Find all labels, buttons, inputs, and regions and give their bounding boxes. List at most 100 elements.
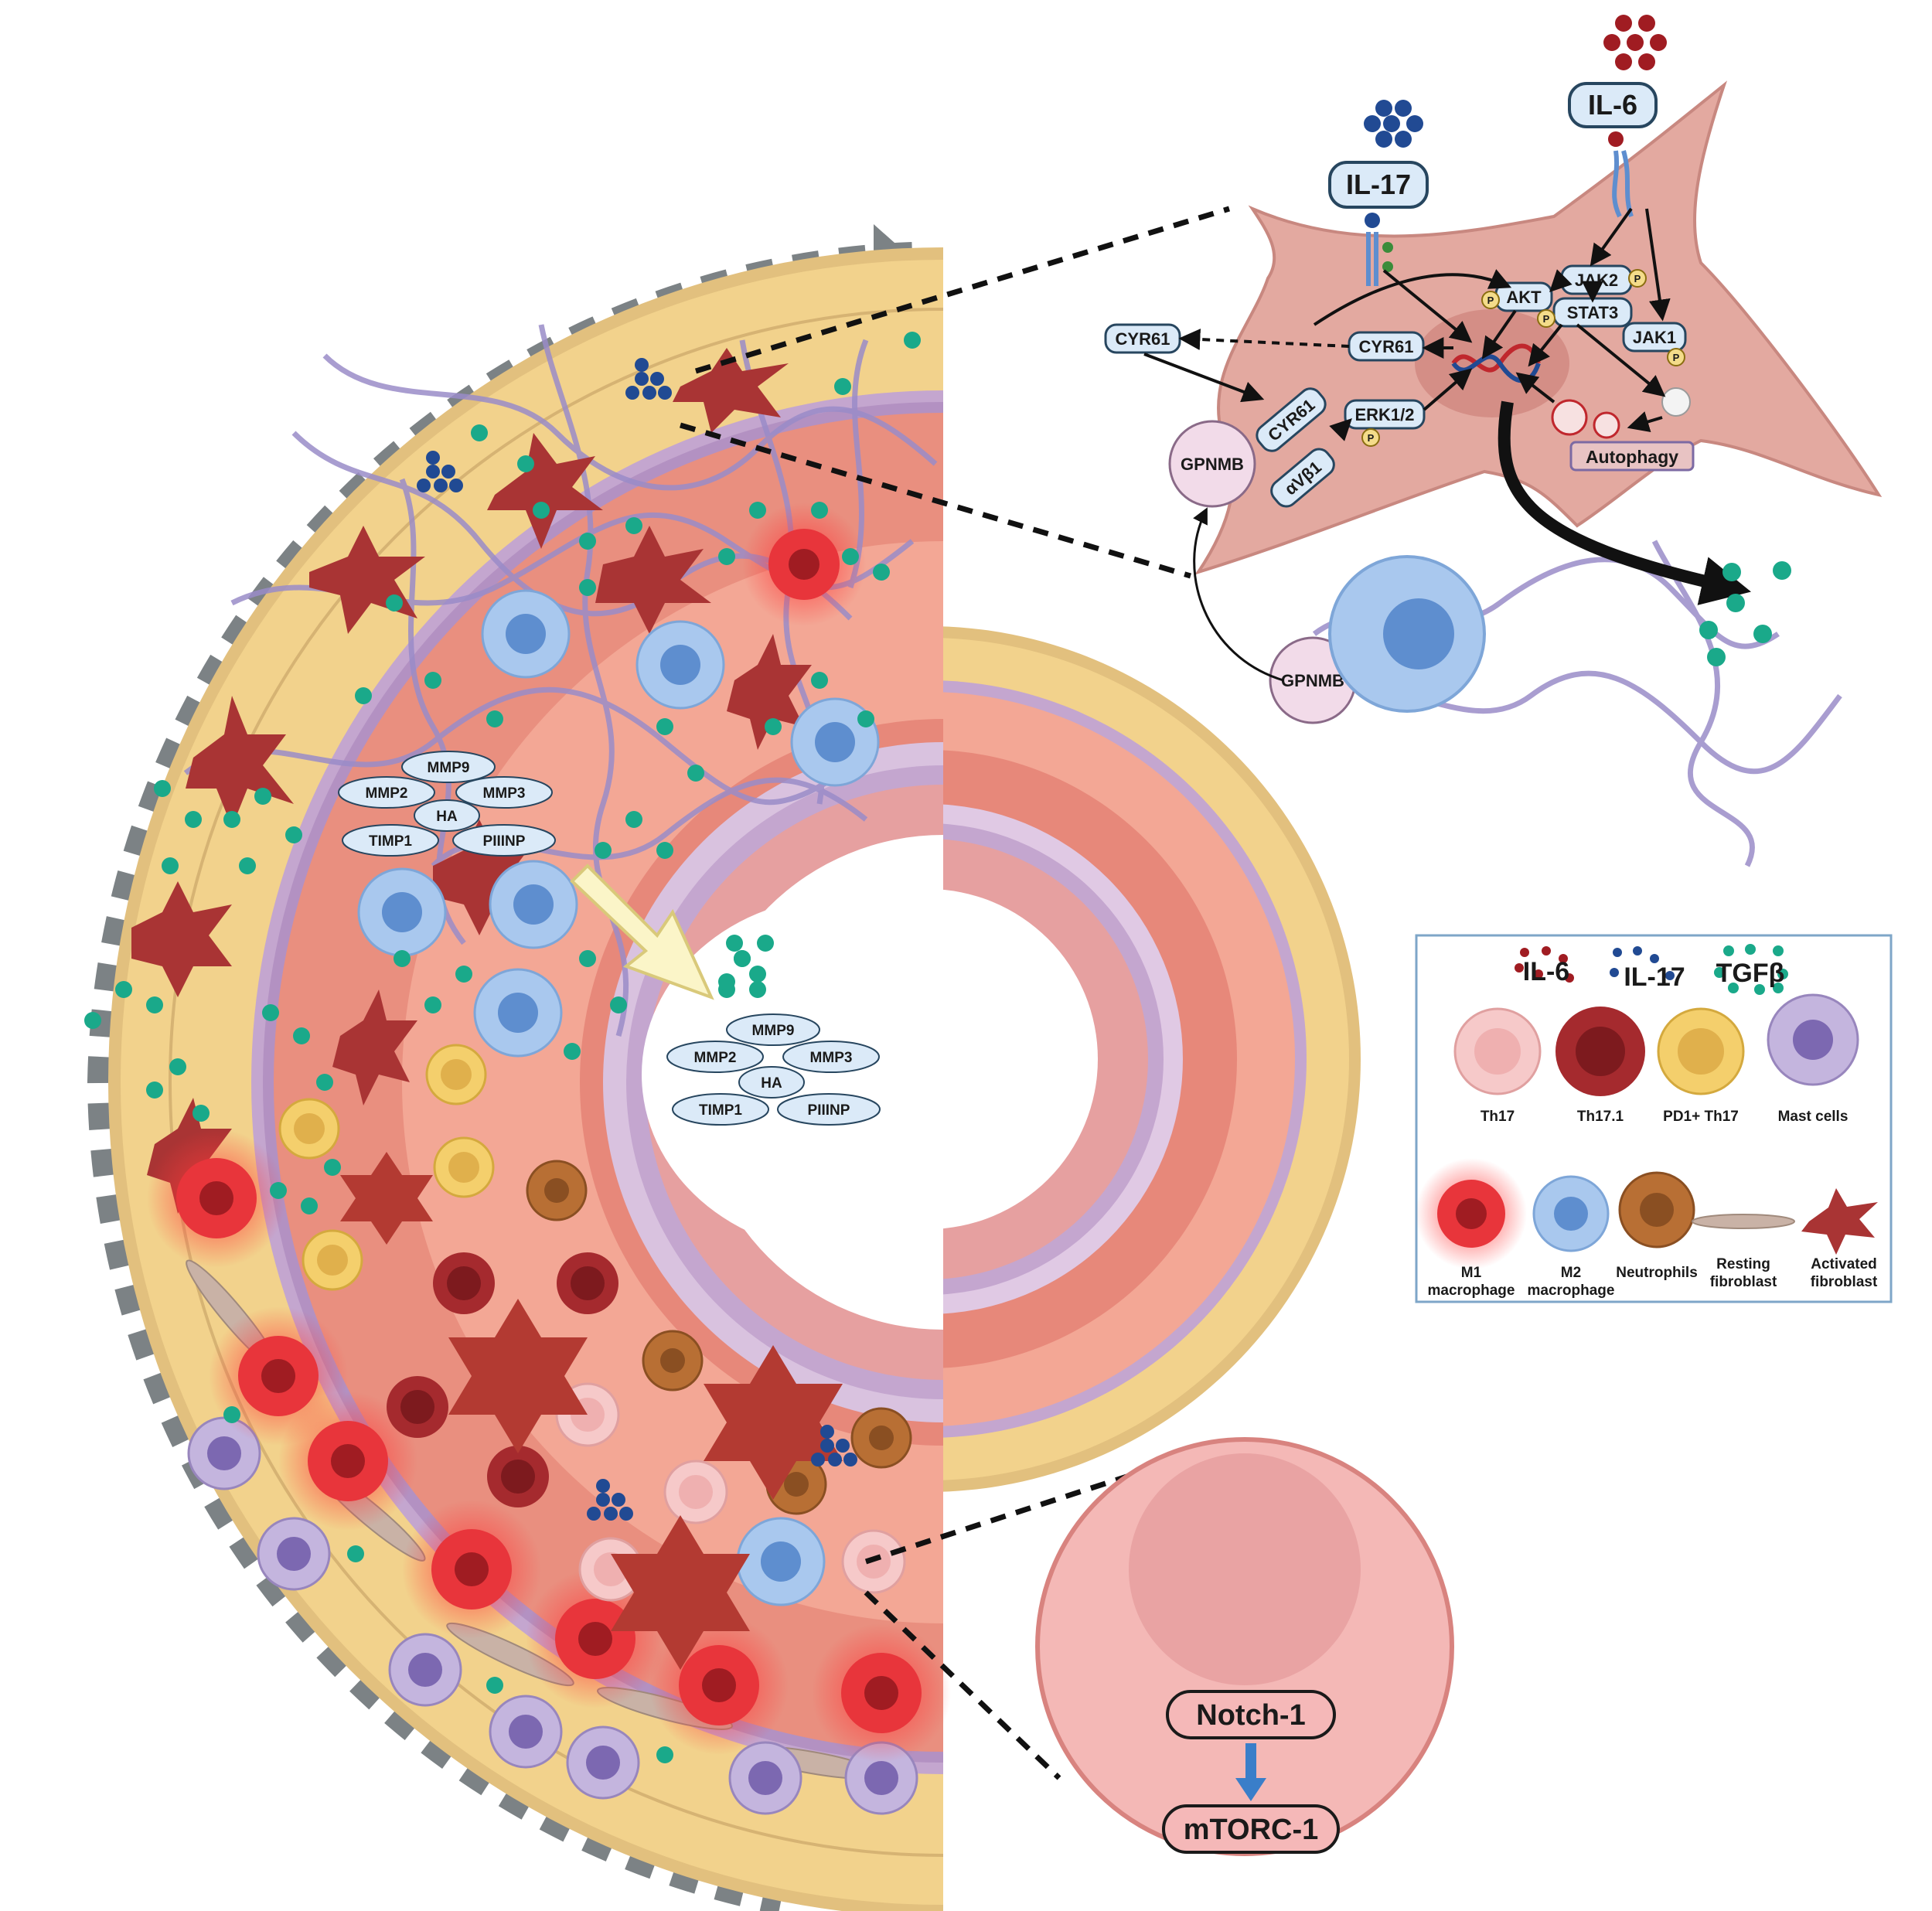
legend-il6: IL-6 <box>1515 946 1574 986</box>
erk-box: ERK1/2 <box>1344 399 1426 430</box>
cyr61-receptor-box: CYR61 <box>1256 387 1327 452</box>
legend-neutrophils: Neutrophils <box>1616 1171 1698 1281</box>
legend-th17-1: Th17.1 <box>1555 1007 1645 1125</box>
zoom-lines <box>680 206 1231 1780</box>
il17-molecule-clusters <box>417 358 857 1521</box>
il17-molecules <box>1364 100 1423 148</box>
jak1-box: JAK1 <box>1622 322 1687 353</box>
cyr61-outer-box: CYR61 <box>1104 323 1181 354</box>
svg-text:PIIINP: PIIINP <box>808 1102 850 1119</box>
wall-marker-mmp3: MMP3 <box>455 776 553 809</box>
svg-text:P: P <box>1543 313 1550 325</box>
svg-text:IL-6: IL-6 <box>1588 89 1637 121</box>
th17-zoom-cell: Notch-1 mTORC-1 <box>1035 1437 1454 1856</box>
legend-th17: Th17 <box>1453 1007 1542 1125</box>
legend-m2-macrophage: M2 macrophage <box>1528 1175 1615 1299</box>
svg-text:Th17.1: Th17.1 <box>1577 1109 1624 1125</box>
svg-text:M1: M1 <box>1461 1265 1482 1281</box>
wall-marker-group: MMP9 MMP2 MMP3 HA TIMP1 PIIINP <box>338 751 556 857</box>
gpnmb-top: GPNMB <box>1168 420 1256 508</box>
mtorc-box: mTORC-1 <box>1162 1804 1340 1854</box>
svg-text:macrophage: macrophage <box>1528 1283 1615 1299</box>
stat3-box: STAT3 <box>1552 297 1633 328</box>
lumen-marker-ha: HA <box>738 1066 805 1099</box>
pd1-th17-cells <box>278 1044 495 1291</box>
lumen-marker-group: MMP9 MMP2 MMP3 HA TIMP1 PIIINP <box>666 1013 881 1126</box>
svg-text:Th17: Th17 <box>1481 1109 1515 1125</box>
phospho-badges: P P P P P <box>1361 269 1685 447</box>
star-cells <box>340 1152 843 1670</box>
svg-text:TIMP1: TIMP1 <box>369 833 412 850</box>
svg-text:fibroblast: fibroblast <box>1710 1274 1777 1290</box>
svg-text:HA: HA <box>436 809 458 825</box>
akt-box: AKT <box>1494 281 1553 312</box>
svg-text:AKT: AKT <box>1506 288 1542 307</box>
svg-text:Notch-1: Notch-1 <box>1196 1699 1305 1732</box>
svg-text:MMP9: MMP9 <box>752 1023 795 1039</box>
secreted-tgfb <box>1699 561 1791 666</box>
svg-text:JAK2: JAK2 <box>1575 271 1618 290</box>
svg-text:fibroblast: fibroblast <box>1811 1274 1878 1290</box>
svg-text:MMP2: MMP2 <box>694 1050 737 1066</box>
legend-il17: IL-17 <box>1610 946 1685 992</box>
svg-text:GPNMB: GPNMB <box>1281 671 1344 690</box>
il6-label: IL-6 <box>1568 82 1658 128</box>
svg-text:CYR61: CYR61 <box>1116 329 1170 349</box>
lumen-marker-piiinp: PIIINP <box>777 1093 881 1126</box>
svg-text:Activated: Activated <box>1811 1256 1877 1272</box>
wall-marker-timp1: TIMP1 <box>342 824 439 857</box>
lumen-tgfb <box>718 935 774 990</box>
svg-text:STAT3: STAT3 <box>1567 303 1618 322</box>
svg-text:MMP9: MMP9 <box>428 760 470 776</box>
svg-text:P: P <box>1368 432 1375 444</box>
svg-text:M2: M2 <box>1561 1265 1581 1281</box>
svg-text:MMP3: MMP3 <box>810 1050 853 1066</box>
jak2-box: JAK2 <box>1560 264 1633 295</box>
svg-text:PIIINP: PIIINP <box>483 833 526 850</box>
lumen-marker-mmp2: MMP2 <box>666 1041 764 1073</box>
lumen-marker-mmp3: MMP3 <box>782 1041 880 1073</box>
artery-cross-section-right <box>943 626 1361 1492</box>
legend-mast-cells: Mast cells <box>1767 993 1859 1125</box>
notch-box: Notch-1 <box>1166 1690 1336 1739</box>
svg-text:P: P <box>1673 352 1680 363</box>
il6-molecules <box>1603 15 1667 70</box>
wall-marker-piiinp: PIIINP <box>452 824 556 857</box>
svg-text:Mast cells: Mast cells <box>1778 1109 1849 1125</box>
il17-receptor <box>1365 213 1393 286</box>
svg-text:ERK1/2: ERK1/2 <box>1354 405 1414 424</box>
legend-activated-fibroblast: Activated fibroblast <box>1801 1188 1878 1290</box>
lumen <box>642 897 1044 1252</box>
legend-m1-macrophage: M1 macrophage <box>1416 1158 1527 1299</box>
notch-arrow-head <box>1235 1778 1266 1801</box>
svg-text:mTORC-1: mTORC-1 <box>1184 1814 1319 1846</box>
gpnmb-arrow <box>1193 507 1284 682</box>
il17-label: IL-17 <box>1328 161 1429 209</box>
legend-tgfb: TGFβ <box>1714 944 1788 995</box>
svg-text:TIMP1: TIMP1 <box>699 1102 742 1119</box>
efflux-arrow <box>570 864 714 1000</box>
svg-text:IL-17: IL-17 <box>1346 169 1411 200</box>
legend-resting-fibroblast: Resting fibroblast <box>1692 1214 1795 1290</box>
svg-text:macrophage: macrophage <box>1428 1283 1515 1299</box>
m2-macrophages <box>357 589 880 1606</box>
svg-text:CYR61: CYR61 <box>1359 337 1414 356</box>
signaling-arrows <box>1143 207 1751 605</box>
wall-marker-mmp9: MMP9 <box>401 751 496 783</box>
legend: IL-6 IL-17 TGFβ Th17 Th17.1 PD1+ Th17 <box>1415 934 1893 1303</box>
svg-text:MMP3: MMP3 <box>483 785 526 802</box>
svg-text:HA: HA <box>761 1075 782 1092</box>
wall-marker-mmp2: MMP2 <box>338 776 435 809</box>
svg-text:PD1+ Th17: PD1+ Th17 <box>1663 1109 1739 1125</box>
svg-text:GPNMB: GPNMB <box>1181 455 1244 474</box>
svg-text:MMP2: MMP2 <box>366 785 408 802</box>
svg-text:Resting: Resting <box>1716 1256 1770 1272</box>
svg-text:P: P <box>1487 295 1494 306</box>
svg-text:TGFβ: TGFβ <box>1716 959 1785 988</box>
wall-marker-ha: HA <box>414 799 480 832</box>
autophagy-box: Autophagy <box>1551 387 1695 472</box>
svg-text:P: P <box>1634 273 1641 284</box>
svg-text:IL-17: IL-17 <box>1624 962 1685 992</box>
lumen-marker-mmp9: MMP9 <box>726 1013 820 1046</box>
